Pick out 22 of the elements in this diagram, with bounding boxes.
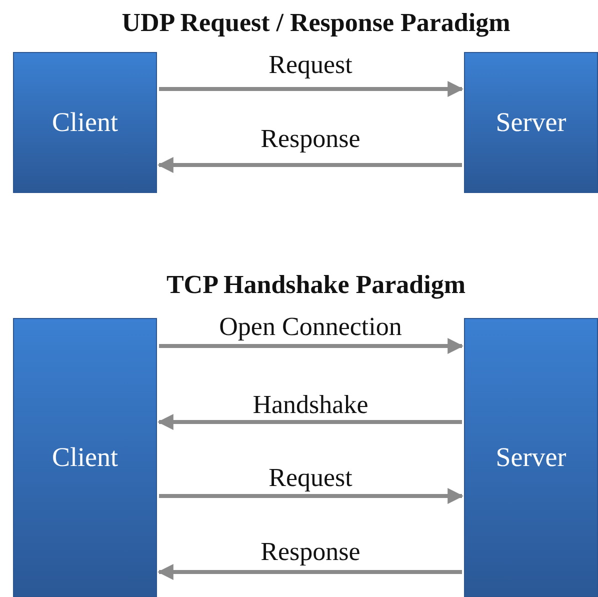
arrow xyxy=(157,414,462,430)
heading: TCP Handshake Paradigm xyxy=(166,270,466,300)
process-box xyxy=(464,318,598,597)
edge-label: Response xyxy=(260,124,360,154)
box-label: Server xyxy=(496,442,566,473)
process-box xyxy=(13,52,157,193)
box-label: Server xyxy=(496,107,566,138)
edge-label: Open Connection xyxy=(219,312,402,342)
arrow xyxy=(159,488,464,504)
edge-label: Handshake xyxy=(252,390,368,420)
edge-label: Response xyxy=(260,537,360,567)
box-label: Client xyxy=(52,442,118,473)
arrow xyxy=(157,564,462,580)
edge-label: Request xyxy=(268,463,352,493)
process-box xyxy=(13,318,157,597)
process-box xyxy=(464,52,598,193)
arrow xyxy=(157,157,462,173)
arrow xyxy=(159,81,464,97)
edge-label: Request xyxy=(268,50,352,80)
box-label: Client xyxy=(52,107,118,138)
heading: UDP Request / Response Paradigm xyxy=(122,8,510,38)
arrow xyxy=(159,338,464,354)
